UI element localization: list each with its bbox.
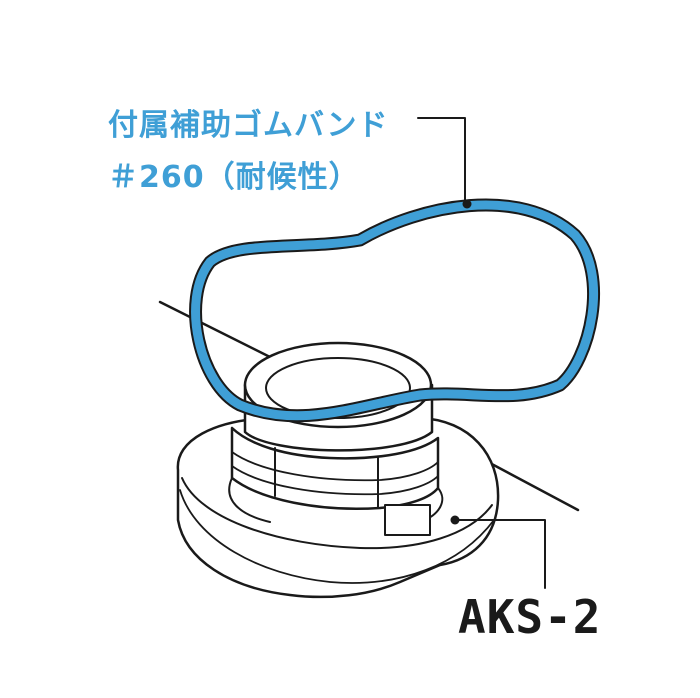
model-label: AKS-2 xyxy=(458,590,602,644)
band-label-name: 付属補助ゴムバンド xyxy=(108,108,389,143)
band-leader-line xyxy=(417,117,466,205)
model-leader-line xyxy=(454,519,546,589)
band-leader-dot xyxy=(462,199,472,209)
band-label-spec: ＃260（耐候性） xyxy=(108,160,360,195)
side-block xyxy=(384,504,431,536)
base-plate-top-rim xyxy=(181,477,493,550)
nut-thread-1 xyxy=(231,451,439,482)
rubber-band xyxy=(191,200,599,421)
model-leader-dot xyxy=(450,515,460,525)
pole-line-upper xyxy=(158,300,274,360)
base-plate-bottom-rim xyxy=(179,489,495,584)
nut-thread-2 xyxy=(231,465,439,496)
pole-line-lower xyxy=(486,460,580,512)
